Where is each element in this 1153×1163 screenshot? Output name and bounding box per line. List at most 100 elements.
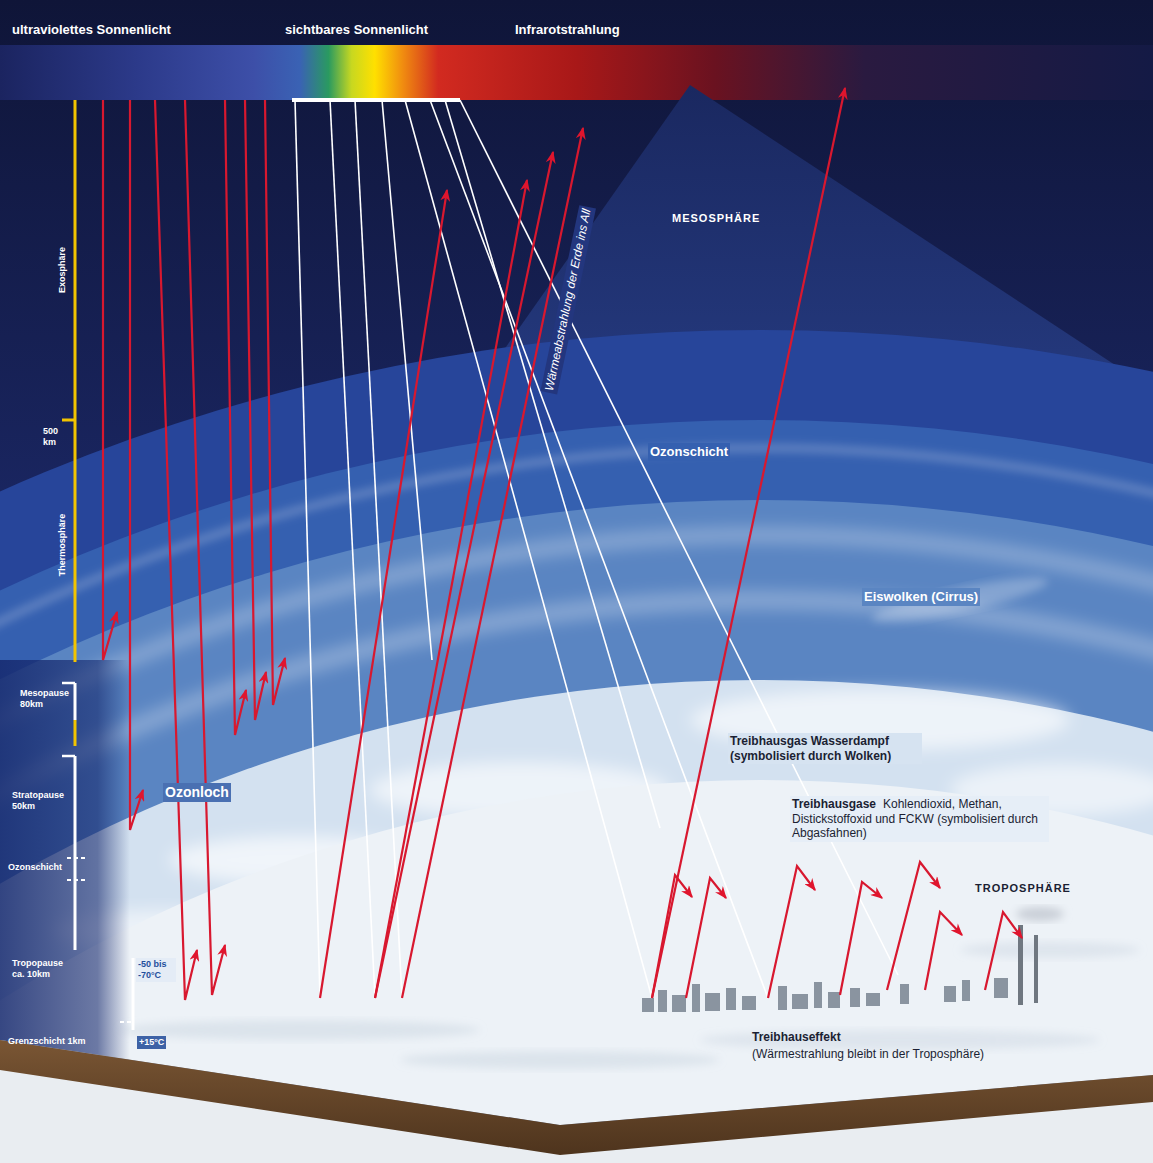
effect-heading: Treibhauseffekt <box>752 1030 841 1045</box>
altitude-label: Stratopause 50km <box>12 790 62 812</box>
earth-surface <box>0 780 1153 1163</box>
layer-name: Thermosphäre <box>57 514 68 577</box>
scale-tick <box>62 755 75 758</box>
building <box>672 995 686 1012</box>
scale-backdrop <box>0 660 130 1062</box>
spectrum-label: ultraviolettes Sonnenlicht <box>12 22 171 38</box>
building <box>814 982 822 1008</box>
temperature-label: +15°C <box>137 1036 166 1049</box>
trapped-heat-ray <box>768 866 815 998</box>
scale-tick <box>62 682 75 685</box>
cloud-label: Eiswolken (Cirrus) <box>862 588 980 606</box>
gas-label: Treibhausgas Wasserdampf (symbolisiert d… <box>728 733 922 764</box>
uv-ray <box>130 100 143 830</box>
stratosphere-layer <box>0 500 1153 1163</box>
heat-ray <box>652 88 845 998</box>
trapped-heat-ray <box>840 882 882 995</box>
building <box>792 994 808 1009</box>
trapped-heat-ray <box>652 875 692 998</box>
visible-light-rays <box>295 100 898 998</box>
altitude-scale <box>62 100 133 1030</box>
building <box>828 992 840 1008</box>
gas-heading: Treibhausgase <box>790 796 878 813</box>
scale-tick <box>67 857 86 859</box>
building <box>642 998 654 1012</box>
light-ray <box>405 100 652 998</box>
heat-ray <box>375 180 527 998</box>
ozone-hole-label: Ozonloch <box>163 783 231 802</box>
layer-name: Exosphäre <box>57 247 68 293</box>
heat-rays <box>320 88 1022 998</box>
building <box>900 984 909 1004</box>
scale-line <box>132 958 135 1030</box>
thermosphere-layer <box>0 330 1153 1163</box>
spectrum-bar <box>0 45 1153 100</box>
troposphere-layer <box>0 680 1153 1163</box>
uv-ray <box>103 100 117 660</box>
heat-ray <box>375 152 553 998</box>
light-ray <box>330 100 375 998</box>
effect-note: (Wärmestrahlung bleibt in der Troposphär… <box>752 1047 984 1062</box>
scale-line <box>74 720 77 746</box>
scale-tick <box>62 419 75 422</box>
light-ray <box>355 100 402 998</box>
city <box>642 978 1008 1012</box>
trapped-heat-ray <box>925 912 962 990</box>
layer-name: MESOSPHÄRE <box>672 212 760 225</box>
light-ray <box>430 100 768 998</box>
scale-line <box>74 756 77 950</box>
uv-rays <box>103 100 285 1000</box>
scale-line <box>74 683 77 720</box>
uv-ray <box>155 100 197 1000</box>
chimney <box>1034 935 1038 1003</box>
building <box>692 984 700 1012</box>
exhaust-plume <box>1016 907 1064 921</box>
altitude-label: Tropopause ca. 10km <box>12 958 74 980</box>
trapped-heat-ray <box>686 878 726 998</box>
light-ray <box>445 100 660 828</box>
scale-tick <box>120 1021 133 1023</box>
earth-slab <box>0 1040 1153 1155</box>
layer-name: Ozonschicht <box>8 862 62 873</box>
uv-ray <box>265 100 285 705</box>
building <box>726 988 736 1010</box>
building <box>850 988 860 1007</box>
trapped-heat-ray <box>985 912 1022 990</box>
radiation-label: Wärmeabstrahlung der Erde ins All <box>540 205 595 394</box>
haze-streak <box>0 448 1153 1163</box>
light-ray <box>460 100 898 975</box>
visible-light-bar <box>292 98 460 102</box>
trapped-heat-ray <box>887 862 940 990</box>
building <box>705 993 720 1011</box>
building <box>866 993 880 1006</box>
building <box>994 978 1008 998</box>
snow-field <box>120 1020 480 1040</box>
building <box>962 980 970 1001</box>
temperature-label: -50 bis -70°C <box>136 958 176 982</box>
snow-field <box>960 942 1140 958</box>
altitude-label: Mesopause 80km <box>20 688 70 710</box>
altitude-label: Grenzschicht 1km <box>8 1036 86 1047</box>
building <box>944 986 956 1002</box>
scale-tick <box>67 879 86 881</box>
building <box>778 986 787 1010</box>
spectrum-label: Infrarotstrahlung <box>515 22 620 38</box>
uv-ray <box>185 100 225 995</box>
layer-name: Ozonschicht <box>648 443 730 461</box>
spectrum-label: sichtbares Sonnenlicht <box>285 22 428 38</box>
light-ray <box>295 100 320 998</box>
building <box>658 990 667 1012</box>
scale-line <box>74 100 77 662</box>
snow-field <box>400 1051 720 1069</box>
altitude-label: 500 km <box>43 426 71 448</box>
uv-ray <box>245 100 266 720</box>
uv-ray <box>225 100 246 735</box>
layer-name: TROPOSPHÄRE <box>975 882 1071 895</box>
mesosphere-layer <box>0 420 1153 1163</box>
building <box>742 996 756 1010</box>
cirrus-streak <box>0 600 1153 1163</box>
heat-ray <box>402 128 583 998</box>
